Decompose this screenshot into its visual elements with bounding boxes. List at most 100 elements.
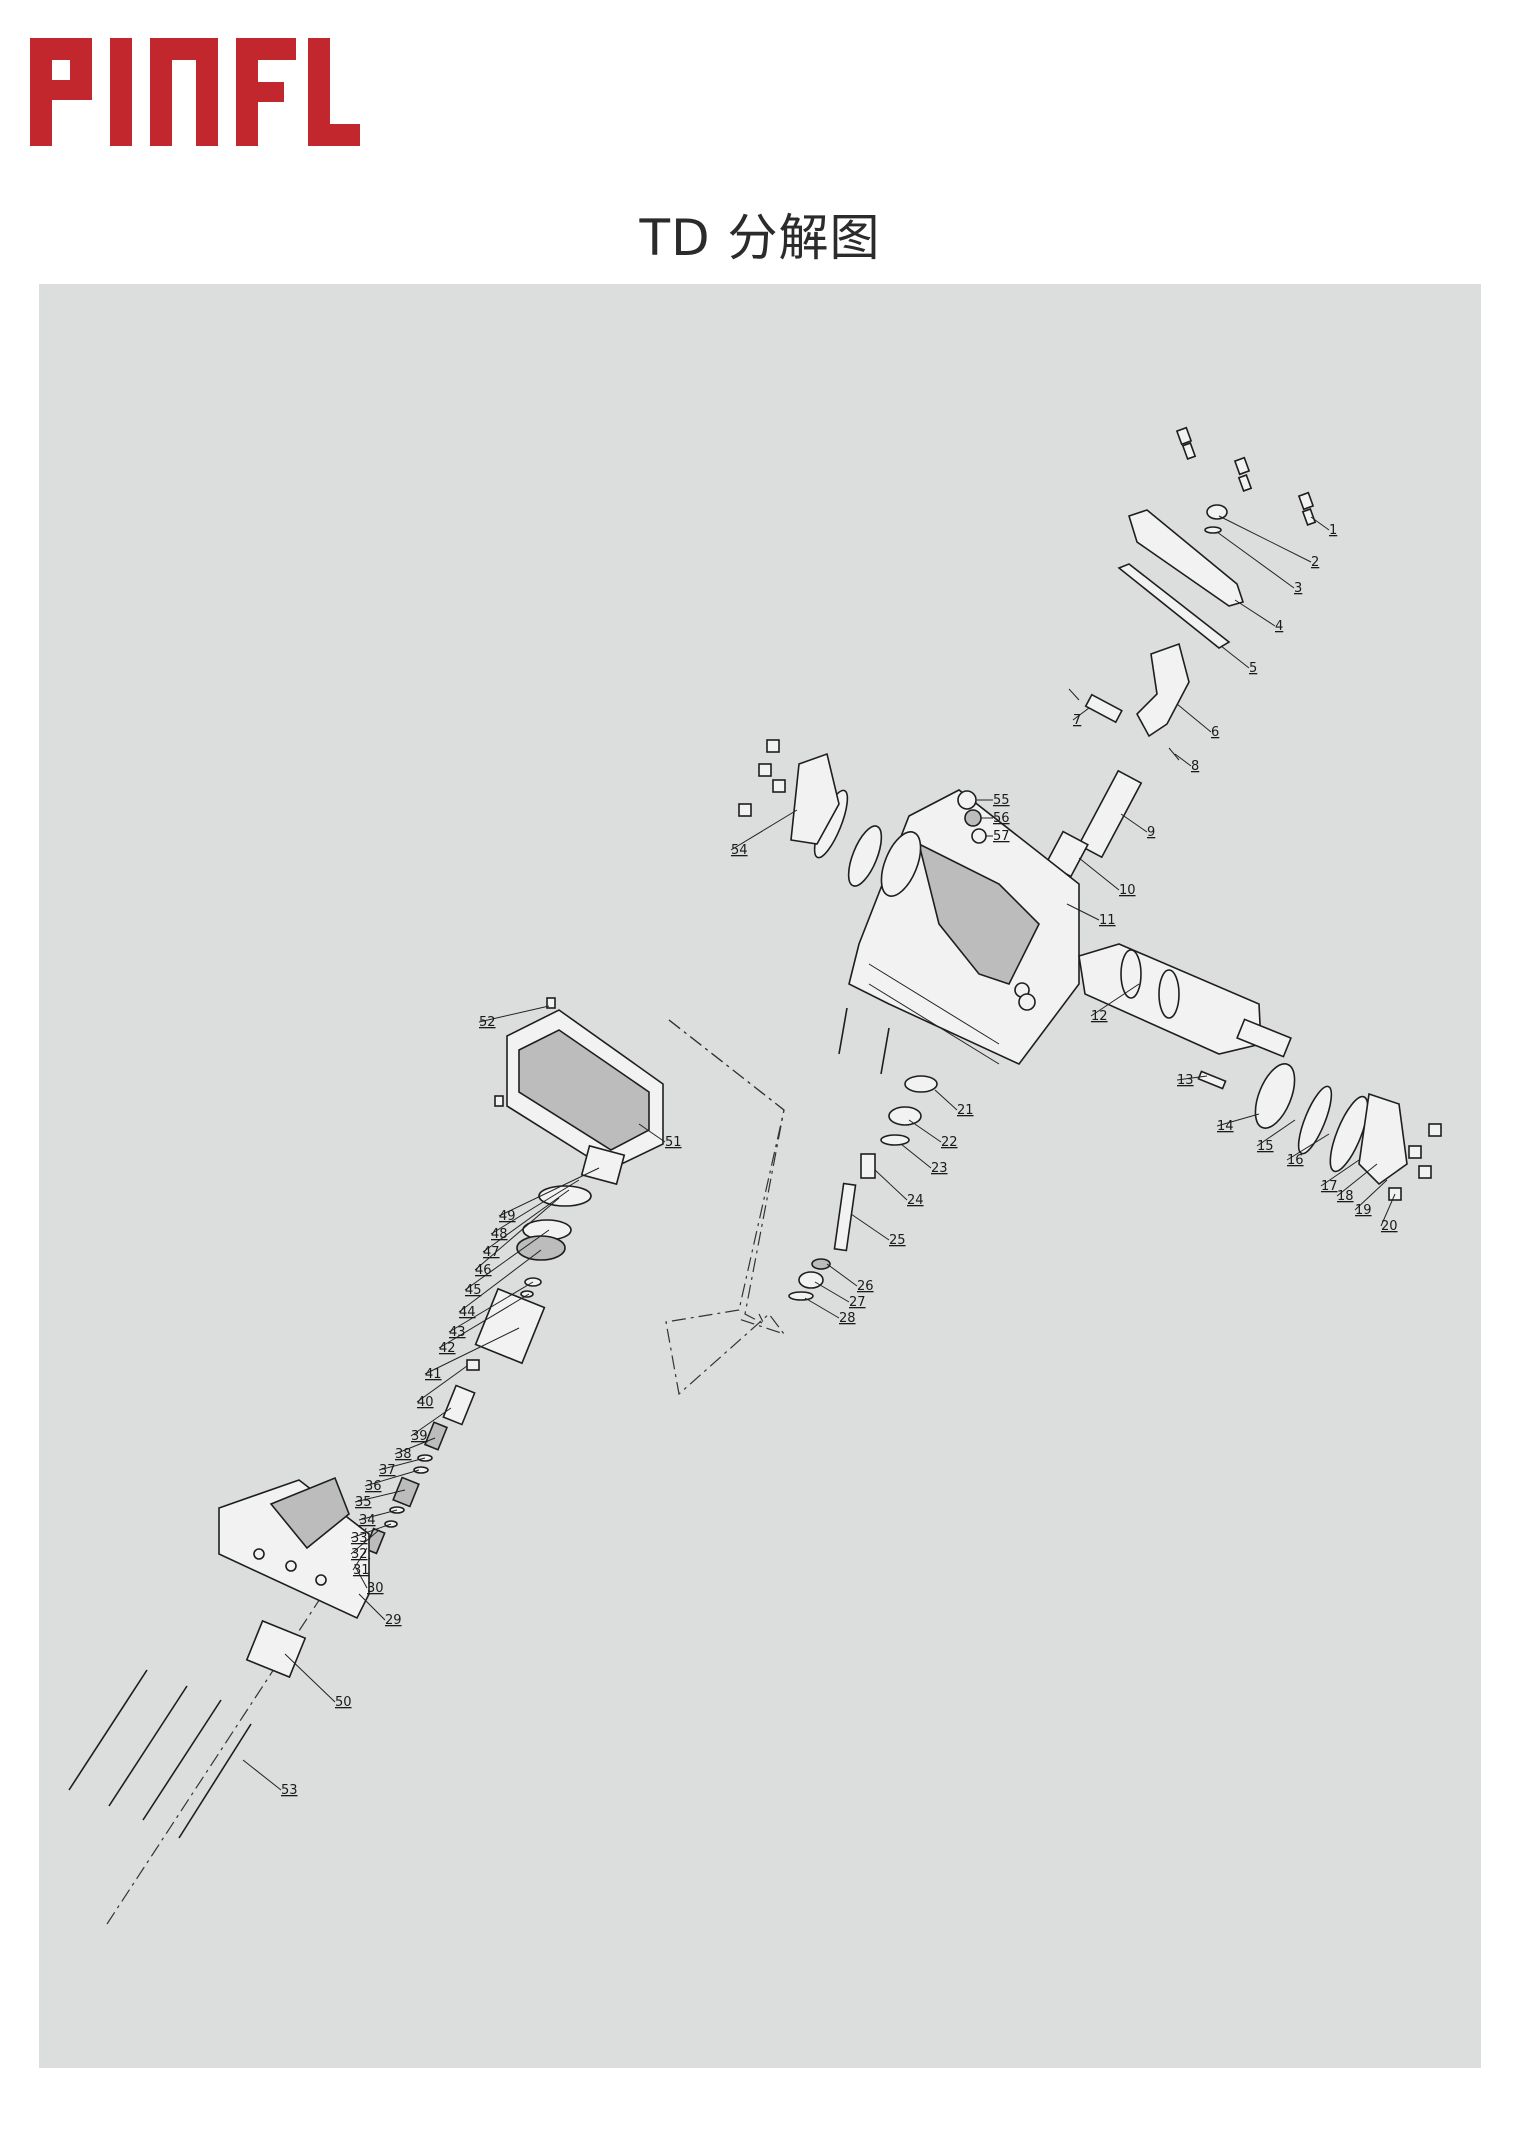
callout-label-21: 21 — [957, 1103, 974, 1118]
leader-line — [1310, 516, 1330, 531]
bearing-cover-right — [1358, 1092, 1408, 1186]
leader-line — [458, 1249, 542, 1313]
o-ring-part — [1204, 526, 1222, 534]
callout-label-27: 27 — [849, 1295, 866, 1310]
oil-cap-ring-part — [971, 828, 987, 844]
pinfl-logo — [30, 38, 360, 146]
callout-label-54: 54 — [731, 843, 748, 858]
callout-label-51: 51 — [665, 1135, 682, 1150]
assembly-path-line — [665, 1019, 786, 1396]
leader-line — [354, 1565, 368, 1589]
leader-line — [394, 1437, 436, 1455]
leader-line — [1336, 1163, 1378, 1197]
callout-label-20: 20 — [1381, 1219, 1398, 1234]
callout-label-6: 6 — [1211, 725, 1219, 740]
leader-line — [490, 1179, 580, 1235]
callout-label-14: 14 — [1217, 1119, 1234, 1134]
leader-line — [804, 1297, 840, 1319]
wrist-pin-part — [1084, 693, 1123, 724]
oil-seal-ring-left — [847, 825, 883, 887]
callout-label-23: 23 — [931, 1161, 948, 1176]
callout-label-39: 39 — [411, 1429, 428, 1444]
leader-line — [826, 1263, 858, 1287]
washer-part — [880, 1134, 910, 1146]
leader-line — [448, 1281, 534, 1333]
callout-label-16: 16 — [1287, 1153, 1304, 1168]
callout-label-45: 45 — [465, 1283, 482, 1298]
plug-part-2 — [1018, 993, 1036, 1011]
leader-line — [1256, 1119, 1296, 1147]
callout-label-15: 15 — [1257, 1139, 1274, 1154]
leader-line — [482, 1189, 570, 1253]
callout-label-1: 1 — [1329, 523, 1337, 538]
callout-label-56: 56 — [993, 811, 1010, 826]
leader-line — [730, 809, 798, 851]
callout-label-2: 2 — [1311, 555, 1319, 570]
long-bolts — [68, 1669, 252, 1839]
ring-part — [788, 1291, 814, 1301]
leader-line — [358, 1509, 398, 1521]
leader-line — [934, 1089, 958, 1111]
leader-line — [242, 1759, 282, 1791]
manifold-part — [218, 1476, 370, 1620]
bolt-group-left — [738, 739, 786, 817]
key-part — [1197, 1070, 1227, 1090]
leader-line — [1320, 1159, 1360, 1187]
callout-label-25: 25 — [889, 1233, 906, 1248]
crankshaft-part — [1078, 943, 1292, 1058]
callout-label-29: 29 — [385, 1613, 402, 1628]
callout-label-47: 47 — [483, 1245, 500, 1260]
assembly-path-line-2 — [668, 1019, 785, 1326]
connecting-rod-part — [1136, 642, 1190, 738]
callout-label-57: 57 — [993, 829, 1010, 844]
retainer-part — [904, 1075, 938, 1093]
bolt-group-top — [1175, 426, 1317, 526]
callout-label-24: 24 — [907, 1193, 924, 1208]
callout-label-12: 12 — [1091, 1009, 1108, 1024]
callout-label-49: 49 — [499, 1209, 516, 1224]
leader-line — [438, 1293, 530, 1349]
leader-line — [1176, 1075, 1208, 1081]
leader-line — [1220, 645, 1250, 669]
leader-line — [908, 1119, 942, 1143]
leader-line — [1120, 813, 1148, 833]
callout-label-7: 7 — [1073, 713, 1081, 728]
page-title: TD 分解图 — [639, 209, 881, 267]
callout-label-19: 19 — [1355, 1203, 1372, 1218]
leader-line — [1078, 857, 1120, 891]
callout-label-8: 8 — [1191, 759, 1199, 774]
callout-label-33: 33 — [351, 1531, 368, 1546]
leader-line — [474, 1197, 560, 1271]
callout-label-42: 42 — [439, 1341, 456, 1356]
pin-part-top — [546, 997, 556, 1009]
leader-line — [498, 1167, 600, 1217]
leader-line — [284, 1653, 336, 1703]
callout-label-13: 13 — [1177, 1073, 1194, 1088]
callout-label-11: 11 — [1099, 913, 1116, 928]
leader-line — [354, 1489, 406, 1503]
leader-line — [478, 1005, 550, 1023]
leader-line — [352, 1547, 368, 1571]
leader-line — [1380, 1193, 1396, 1227]
leader-line — [1286, 1133, 1330, 1161]
leader-line — [638, 1123, 666, 1143]
callout-label-10: 10 — [1119, 883, 1136, 898]
leader-line — [378, 1457, 426, 1471]
callout-label-5: 5 — [1249, 661, 1257, 676]
leader-line — [416, 1365, 468, 1403]
callout-label-18: 18 — [1337, 1189, 1354, 1204]
leader-line — [1216, 531, 1295, 589]
callout-label-50: 50 — [335, 1695, 352, 1710]
plunger-bolt-part — [860, 1153, 876, 1179]
callout-label-41: 41 — [425, 1367, 442, 1382]
leader-line — [410, 1407, 452, 1437]
gasket-right — [1297, 1085, 1333, 1155]
callout-label-37: 37 — [379, 1463, 396, 1478]
oil-cap-seal-part — [964, 809, 982, 827]
callout-label-3: 3 — [1294, 581, 1302, 596]
leader-line — [1176, 703, 1212, 733]
check-valve-part — [245, 1619, 307, 1679]
leader-line — [1216, 1113, 1260, 1127]
oil-seal-ring-right — [1329, 1095, 1369, 1173]
